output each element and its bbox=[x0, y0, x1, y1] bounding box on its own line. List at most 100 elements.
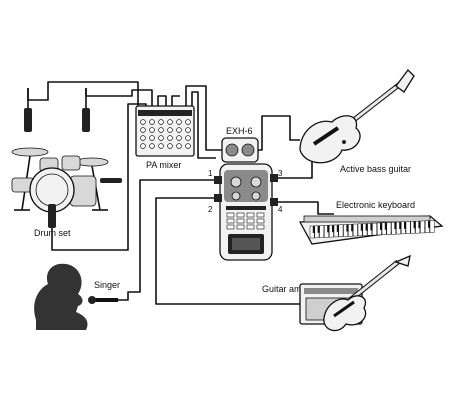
label-active-bass-guitar: Active bass guitar bbox=[340, 164, 411, 174]
cable-singer-to-in1 bbox=[118, 179, 190, 301]
electronic-keyboard: Electronic keyboard bbox=[298, 200, 444, 245]
label-exh6: EXH-6 bbox=[226, 126, 253, 136]
label-guitar-amp: Guitar amp bbox=[262, 284, 307, 294]
cymbal-left bbox=[11, 147, 49, 157]
mixer-knob bbox=[149, 127, 155, 133]
black-key bbox=[380, 222, 383, 230]
cable-mixer-in-4 bbox=[157, 95, 167, 106]
black-key bbox=[346, 224, 349, 232]
h6-button bbox=[226, 218, 235, 224]
black-key bbox=[428, 220, 431, 228]
label-drum-set: Drum set bbox=[34, 228, 71, 238]
cable-mixer-to-exh6 bbox=[185, 85, 222, 151]
mixer-knob bbox=[185, 119, 191, 125]
black-key bbox=[413, 221, 417, 229]
side-mic bbox=[100, 178, 122, 183]
label-electronic-keyboard: Electronic keyboard bbox=[336, 200, 415, 210]
black-key bbox=[317, 225, 321, 233]
keyboard-keys bbox=[309, 220, 435, 239]
mixer-knob bbox=[149, 135, 155, 141]
singer-mic-head bbox=[88, 296, 96, 304]
mixer-knob bbox=[185, 143, 191, 149]
black-key bbox=[370, 223, 373, 231]
black-key bbox=[312, 226, 316, 233]
label-pa-mixer: PA mixer bbox=[146, 160, 181, 170]
mixer-knob bbox=[176, 143, 182, 149]
white-key bbox=[386, 222, 392, 235]
mixer-knob bbox=[140, 127, 146, 133]
black-key bbox=[365, 223, 369, 231]
black-key bbox=[404, 221, 407, 229]
h6-button bbox=[246, 224, 255, 230]
black-key bbox=[327, 225, 330, 233]
electric-guitar-body bbox=[323, 295, 367, 332]
mixer-knob bbox=[167, 143, 173, 149]
mixer-knob bbox=[140, 135, 146, 141]
input-4-label: 4 bbox=[278, 205, 283, 214]
label-singer: Singer bbox=[94, 280, 120, 290]
cable-overhead-left bbox=[27, 81, 139, 106]
mixer-knob bbox=[149, 143, 155, 149]
white-key bbox=[338, 224, 344, 237]
mixer-knob bbox=[158, 127, 164, 133]
mixer-knob bbox=[176, 127, 182, 133]
black-key bbox=[360, 223, 364, 231]
white-key bbox=[405, 221, 411, 234]
cymbal-right bbox=[75, 157, 109, 167]
pa-mixer-knobs bbox=[140, 119, 191, 149]
mixer-knob bbox=[158, 135, 164, 141]
mixer-knob bbox=[158, 119, 164, 125]
h6-top-panel bbox=[224, 170, 268, 202]
white-key bbox=[429, 220, 435, 233]
cable-mixer-in-5 bbox=[171, 95, 180, 106]
black-key bbox=[394, 222, 397, 230]
mixer-knob bbox=[140, 119, 146, 125]
mixer-knob bbox=[140, 143, 146, 149]
h6-button bbox=[246, 218, 255, 224]
cable-in2 bbox=[155, 197, 300, 305]
mixer-knob bbox=[158, 143, 164, 149]
guitar-amp: Guitar amp bbox=[262, 254, 411, 332]
h6-button bbox=[226, 212, 235, 218]
exh6: EXH-6 1 2 3 4 bbox=[208, 126, 283, 261]
mixer-knob bbox=[149, 119, 155, 125]
overhead-mic-left bbox=[24, 108, 32, 132]
input-1-label: 1 bbox=[208, 169, 213, 178]
h6-button bbox=[256, 212, 265, 218]
h6-button bbox=[236, 218, 245, 224]
white-key bbox=[352, 223, 358, 237]
pa-mixer: PA mixer bbox=[135, 105, 195, 170]
mixer-knob bbox=[176, 135, 182, 141]
h6-button bbox=[226, 224, 235, 230]
input-3-label: 3 bbox=[278, 169, 283, 178]
mixer-knob bbox=[167, 127, 173, 133]
white-key bbox=[372, 222, 377, 236]
h6-button bbox=[236, 224, 245, 230]
h6-button bbox=[236, 212, 245, 218]
overhead-mic-right bbox=[82, 108, 90, 132]
cable-keyboard-to-in4 bbox=[272, 201, 334, 215]
cable-exh6-to-mixer bbox=[191, 91, 216, 159]
tom-2 bbox=[61, 155, 81, 171]
white-key bbox=[420, 220, 425, 234]
black-key bbox=[384, 222, 388, 230]
white-key bbox=[319, 225, 325, 238]
active-bass-guitar: Active bass guitar bbox=[299, 69, 415, 174]
bass-body bbox=[299, 115, 361, 164]
black-key bbox=[399, 222, 402, 230]
h6-button bbox=[256, 218, 265, 224]
cable-kick-mic bbox=[51, 103, 147, 251]
kick-mic bbox=[48, 204, 56, 228]
mixer-knob bbox=[176, 119, 182, 125]
h6-button bbox=[246, 212, 255, 218]
h6-button bbox=[256, 224, 265, 230]
mixer-knob bbox=[185, 127, 191, 133]
singer-silhouette bbox=[34, 263, 88, 330]
black-key bbox=[336, 224, 340, 232]
mixer-knob bbox=[185, 135, 191, 141]
singer: Singer bbox=[34, 263, 120, 330]
cable-exh6-top bbox=[258, 115, 300, 151]
drum-set: Drum set bbox=[11, 88, 122, 240]
black-key bbox=[351, 224, 354, 232]
